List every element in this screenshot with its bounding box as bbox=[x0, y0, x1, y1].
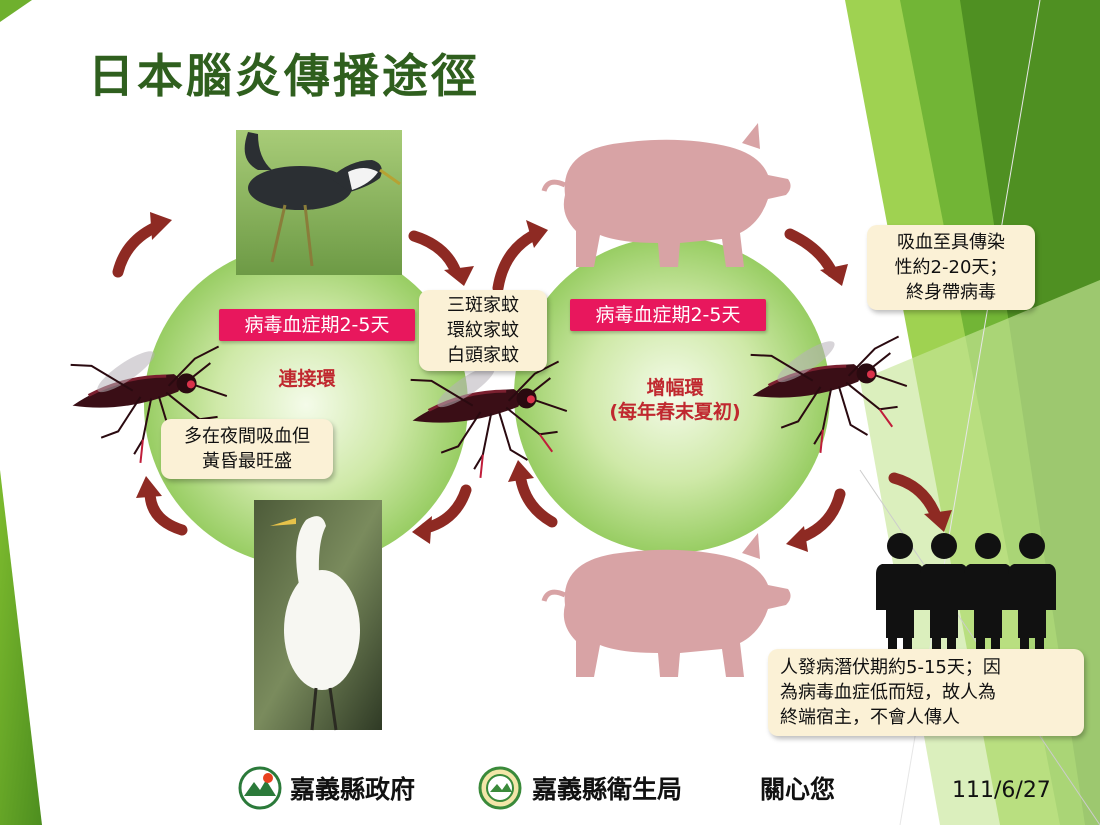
note-line: 為病毒血症低而短，故人為 bbox=[780, 682, 996, 703]
amplifier-cycle-season: (每年春末夏初) bbox=[609, 401, 741, 423]
arrow-heads bbox=[136, 212, 952, 552]
species-item: 白頭家蚊 bbox=[447, 345, 519, 366]
arrow bbox=[492, 230, 538, 294]
waterhen-photo bbox=[236, 130, 402, 275]
amplifier-cycle-label: 增幅環 (每年春末夏初) bbox=[590, 376, 760, 424]
bottom-left-sliver bbox=[0, 470, 42, 825]
mosquito-species-box: 三斑家蚊 環紋家蚊 白頭家蚊 bbox=[419, 290, 547, 371]
note-line: 終端宿主，不會人傳人 bbox=[780, 707, 960, 728]
arrow bbox=[784, 228, 838, 278]
note-line: 人發病潛伏期約5-15天；因 bbox=[780, 657, 1001, 678]
note-line: 性約2-20天； bbox=[894, 257, 1008, 278]
human-incubation-note: 人發病潛伏期約5-15天；因 為病毒血症低而短，故人為 終端宿主，不會人傳人 bbox=[768, 649, 1084, 736]
note-line: 吸血至具傳染 bbox=[897, 232, 1005, 253]
species-item: 三斑家蚊 bbox=[447, 295, 519, 316]
county-government-name: 嘉義縣政府 bbox=[290, 775, 416, 804]
slogan: 關心您 bbox=[760, 775, 836, 804]
linking-viremia-tag: 病毒血症期2-5天 bbox=[219, 309, 415, 341]
note-line: 多在夜間吸血但 bbox=[184, 426, 310, 447]
slide-date: 111/6/27 bbox=[952, 778, 1051, 803]
pig-image bbox=[544, 123, 791, 267]
arrow bbox=[408, 230, 462, 278]
top-left-triangle bbox=[0, 0, 32, 22]
page-title: 日本腦炎傳播途徑 bbox=[88, 49, 480, 103]
health-bureau-name: 嘉義縣衛生局 bbox=[532, 775, 683, 804]
species-item: 環紋家蚊 bbox=[447, 320, 519, 341]
linking-cycle-label: 連接環 bbox=[278, 368, 336, 390]
pig-image bbox=[544, 533, 791, 677]
arrow bbox=[888, 472, 942, 522]
county-government-logo bbox=[238, 766, 282, 810]
amplifier-cycle-name: 增幅環 bbox=[646, 377, 704, 399]
arrow bbox=[794, 488, 846, 544]
night-biting-note: 多在夜間吸血但 黃昏最旺盛 bbox=[161, 419, 333, 479]
amplifier-viremia-tag: 病毒血症期2-5天 bbox=[570, 299, 766, 331]
health-bureau-logo bbox=[478, 766, 522, 810]
infective-period-note: 吸血至具傳染 性約2-20天； 終身帶病毒 bbox=[867, 225, 1035, 310]
note-line: 黃昏最旺盛 bbox=[202, 451, 292, 472]
egret-photo bbox=[254, 500, 382, 731]
note-line: 終身帶病毒 bbox=[906, 282, 996, 303]
